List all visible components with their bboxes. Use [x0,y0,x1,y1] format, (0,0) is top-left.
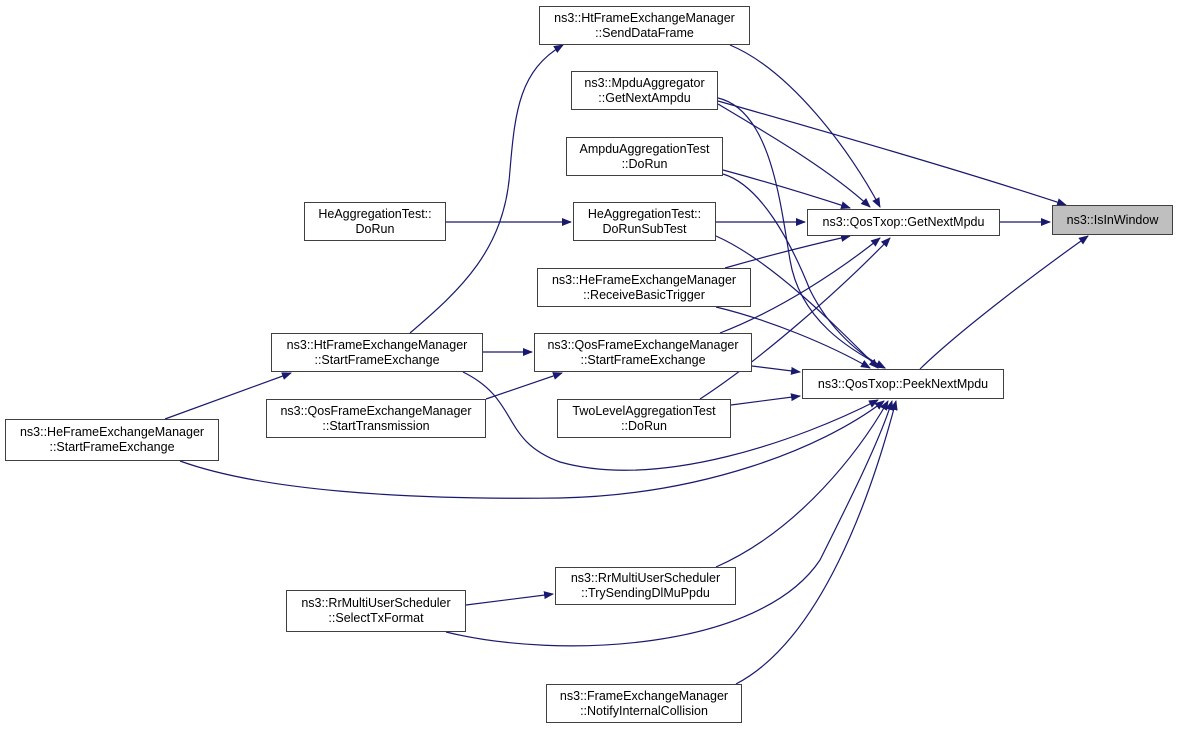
edge-selecttx-to-trysending [465,591,554,606]
node-label-line: ns3::HtFrameExchangeManager [286,337,468,352]
node-qosstartfe[interactable]: ns3::QosFrameExchangeManager::StartFrame… [534,333,752,372]
node-hestartfe[interactable]: ns3::HeFrameExchangeManager::StartFrameE… [5,419,219,461]
node-label-line: ::StartTransmission [322,418,430,433]
node-label-line: ns3::QosTxop::GetNextMpdu [822,215,985,229]
edge-receivebasictrigger-to-peeknextmpdu [715,306,871,369]
edge-senddataframe-to-getnextmpdu [729,44,881,208]
node-label-line: ns3::HeFrameExchangeManager [19,425,205,439]
node-isinwindow[interactable]: ns3::IsInWindow [1052,205,1173,235]
node-trysending[interactable]: ns3::RrMultiUserScheduler::TrySendingDlM… [555,567,736,605]
node-label-line: ns3::RrMultiUserScheduler [301,596,451,610]
edge-trysending-to-peeknextmpdu [715,400,889,568]
node-label-line: HeAggregationTest:: [587,206,702,221]
edge-htstartfe-to-senddataframe [409,44,564,334]
node-getnextampdu[interactable]: ns3::MpduAggregator::GetNextAmpdu [571,71,718,110]
node-label-line: ::SendDataFrame [595,25,694,40]
node-peeknextmpdu[interactable]: ns3::QosTxop::PeekNextMpdu [802,369,1004,399]
node-label-line: ::StartFrameExchange [314,352,440,367]
node-label-line: ns3::FrameExchangeManager [559,688,729,703]
edge-ampdutest-to-peeknextmpdu [722,173,886,369]
node-qosstarttx[interactable]: ns3::QosFrameExchangeManager::StartTrans… [266,399,486,438]
node-senddataframe[interactable]: ns3::HtFrameExchangeManager::SendDataFra… [539,6,750,45]
node-receivebasictrigger[interactable]: ns3::HeFrameExchangeManager::ReceiveBasi… [537,268,751,307]
node-label-line: ns3::QosFrameExchangeManager [547,337,739,352]
edge-htstartfe-to-peeknextmpdu [462,371,879,471]
node-ampdutest[interactable]: AmpduAggregationTest::DoRun [566,137,723,176]
node-label-line: ns3::HeFrameExchangeManager [551,272,737,287]
node-label-line: ::GetNextAmpdu [598,90,691,105]
node-label-line: ::StartFrameExchange [49,440,175,454]
node-label-line: ::NotifyInternalCollision [580,703,708,718]
edge-qosstartfe-to-getnextmpdu [719,237,881,334]
edge-hestartfe-to-htstartfe [164,372,292,420]
node-label-line: ::StartFrameExchange [580,352,706,367]
edge-notifycollision-to-peeknextmpdu [735,400,898,685]
edge-peeknextmpdu-to-isinwindow [919,235,1089,370]
node-label-line: ns3::RrMultiUserScheduler [570,571,721,585]
edge-hestartfe-to-peeknextmpdu [179,400,885,499]
edge-hedorunsub-to-peeknextmpdu [715,235,879,369]
edge-qosstartfe-to-peeknextmpdu [751,365,801,375]
node-label-line: ::DoRun [621,418,667,433]
node-label-line: ns3::MpduAggregator [584,75,705,90]
node-hedorunsub[interactable]: HeAggregationTest::DoRunSubTest [573,202,716,241]
edge-getnextampdu-to-isinwindow [717,100,1067,206]
edge-twolevel-to-peeknextmpdu [730,393,801,406]
node-label-line: ::SelectTxFormat [328,611,424,625]
node-label-line: ns3::QosFrameExchangeManager [280,403,472,418]
node-label-line: ::ReceiveBasicTrigger [583,287,705,302]
edge-getnextampdu-to-peeknextmpdu [717,97,886,369]
edge-selecttx-to-peeknextmpdu [445,400,894,647]
edge-ampdutest-to-getnextmpdu [722,169,851,210]
node-label-line: DoRun [355,221,395,236]
node-label-line: AmpduAggregationTest [579,141,710,156]
edge-qosstarttx-to-qosstartfe [485,372,563,400]
node-label-line: ::TrySendingDlMuPpdu [581,586,710,600]
node-selecttx[interactable]: ns3::RrMultiUserScheduler::SelectTxForma… [286,590,466,632]
node-label-line: ns3::HtFrameExchangeManager [554,10,735,25]
node-label-line: TwoLevelAggregationTest [572,403,716,418]
node-label-line: DoRunSubTest [602,221,687,236]
edge-twolevel-to-getnextmpdu [699,237,891,400]
node-label-line: ns3::IsInWindow [1066,212,1159,227]
node-getnextmpdu[interactable]: ns3::QosTxop::GetNextMpdu [807,209,1000,236]
edge-receivebasictrigger-to-getnextmpdu [724,234,851,269]
node-label-line: HeAggregationTest:: [318,206,432,221]
node-hedorun[interactable]: HeAggregationTest::DoRun [304,202,446,241]
node-twolevel[interactable]: TwoLevelAggregationTest::DoRun [557,399,731,438]
node-htstartfe[interactable]: ns3::HtFrameExchangeManager::StartFrameE… [271,333,483,372]
edge-getnextampdu-to-getnextmpdu [717,103,871,208]
node-label-line: ::DoRun [621,156,668,171]
node-notifycollision[interactable]: ns3::FrameExchangeManager::NotifyInterna… [546,684,742,723]
node-label-line: ns3::QosTxop::PeekNextMpdu [817,376,989,391]
